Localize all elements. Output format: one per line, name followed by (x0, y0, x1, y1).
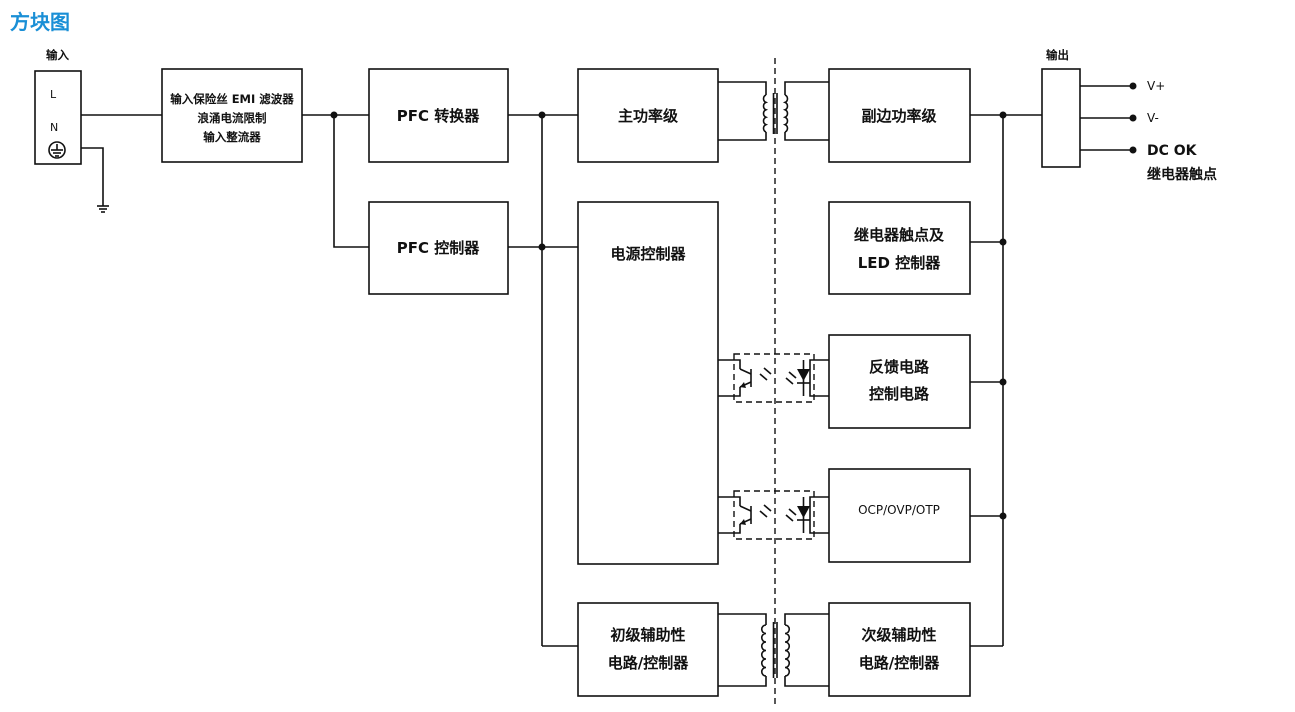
input-label: 输入 (46, 48, 69, 62)
protection-block (828, 468, 971, 563)
output-v-minus: V- (1147, 111, 1159, 125)
feedback-line-1: 反馈电路 (869, 358, 930, 376)
power-controller-block (577, 201, 719, 565)
pfc-converter-label: PFC 转换器 (397, 107, 480, 125)
ground-icon (48, 141, 66, 159)
protection-label: OCP/OVP/OTP (858, 503, 940, 517)
optocoupler-protection-icon (733, 490, 815, 540)
relay-led-line-1: 继电器触点及 (854, 226, 945, 244)
output-relay-contact: 继电器触点 (1147, 166, 1217, 183)
fuse-emi-block (161, 68, 303, 163)
pfc-converter-block (368, 68, 509, 163)
output-label: 输出 (1046, 48, 1069, 62)
page-title: 方块图 (10, 10, 70, 34)
main-power-label: 主功率级 (618, 107, 679, 125)
relay-led-block (828, 201, 971, 295)
secondary-power-block (828, 68, 971, 163)
power-controller-label: 电源控制器 (610, 245, 686, 263)
secondary-aux-line-1: 次级辅助性 (861, 626, 936, 644)
main-power-block (577, 68, 719, 163)
output-terminal (1041, 68, 1081, 168)
pfc-controller-label: PFC 控制器 (397, 239, 480, 257)
pfc-controller-block (368, 201, 509, 295)
output-v-plus: V+ (1147, 79, 1165, 93)
primary-aux-line-1: 初级辅助性 (610, 626, 685, 644)
input-pin-n: N (50, 121, 58, 134)
fuse-emi-line-3: 输入整流器 (203, 130, 261, 144)
secondary-aux-block (828, 602, 971, 697)
feedback-block (828, 334, 971, 429)
relay-led-line-2: LED 控制器 (858, 254, 941, 272)
transformer-aux-icon (760, 622, 791, 678)
fuse-emi-line-1: 输入保险丝 EMI 滤波器 (170, 92, 294, 106)
input-pin-l: L (50, 88, 57, 101)
transformer-main-icon (762, 93, 789, 134)
secondary-aux-line-2: 电路/控制器 (859, 654, 940, 672)
primary-aux-line-2: 电路/控制器 (608, 654, 689, 672)
primary-aux-block (577, 602, 719, 697)
secondary-power-label: 副边功率级 (861, 107, 937, 125)
junction-dots (330, 82, 1137, 520)
fuse-emi-line-2: 浪涌电流限制 (198, 111, 267, 125)
optocoupler-feedback-icon (733, 353, 815, 403)
output-dc-ok: DC OK (1147, 143, 1198, 159)
feedback-line-2: 控制电路 (869, 385, 930, 403)
